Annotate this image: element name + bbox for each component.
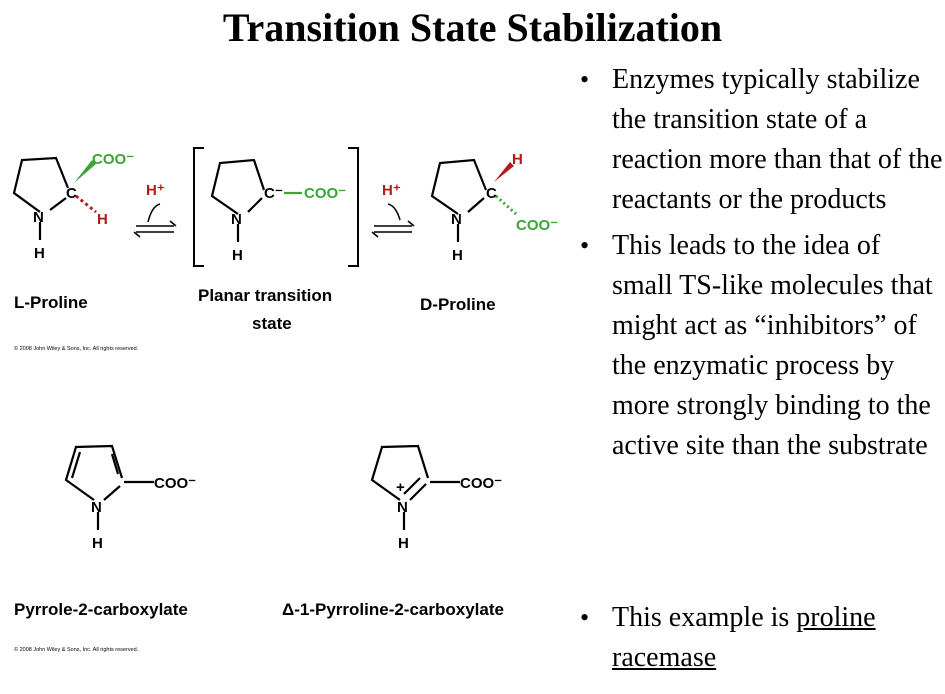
l-proline-structure (12, 156, 70, 240)
ts-bracket-right (348, 147, 359, 267)
bullet-text: This example is (612, 602, 797, 633)
copyright-top: © 2008 John Wiley & Sons, Inc. All right… (14, 345, 139, 352)
reaction-diagram: COO⁻ C N H H L-Proline H⁺ C⁻ COO⁻ N H Pl… (12, 147, 558, 653)
copyright-bottom: © 2008 John Wiley & Sons, Inc. All right… (14, 646, 139, 653)
pyrrole-n: N (91, 499, 102, 516)
pyrrole-label: Pyrrole-2-carboxylate (14, 600, 188, 619)
bullet-dot-icon: • (580, 231, 590, 260)
d-proline-structure (430, 158, 488, 242)
slide-title: Transition State Stabilization (222, 5, 723, 50)
planar-ts-structure (210, 158, 266, 242)
pyrroline-coo: COO⁻ (460, 475, 502, 492)
pyrroline-n: N (397, 499, 408, 516)
pyrroline-structure (370, 444, 460, 530)
pyrrole-structure (64, 444, 154, 530)
pyrroline-plus: + (396, 479, 405, 496)
planar-ts-n: N (231, 211, 242, 228)
l-proline-hash-bond (75, 194, 97, 214)
d-proline-n: N (451, 211, 462, 228)
planar-ts-label-1: Planar transition (198, 286, 332, 305)
h-plus-right: H⁺ (382, 182, 401, 199)
l-proline-coo: COO⁻ (92, 151, 134, 168)
h-plus-left: H⁺ (146, 182, 165, 199)
planar-ts-label-2: state (252, 314, 292, 333)
proline-racemase-link[interactable]: proline racemase (612, 602, 876, 673)
d-proline-c: C (486, 185, 497, 202)
l-proline-h-red: H (97, 211, 108, 228)
h-plus-left-arrow (147, 203, 161, 223)
l-proline-nh: H (34, 245, 45, 262)
l-proline-label: L-Proline (14, 293, 88, 312)
planar-ts-nh: H (232, 247, 243, 264)
pyrrole-nh: H (92, 535, 103, 552)
bullet-item-2: • This leads to the idea of small TS-lik… (580, 226, 944, 466)
d-proline-hash-bond (494, 194, 518, 216)
l-proline-wedge (74, 160, 96, 183)
d-proline-nh: H (452, 247, 463, 264)
d-proline-wedge (494, 162, 514, 182)
bullet-text: This leads to the idea of small TS-like … (612, 230, 933, 461)
h-plus-right-arrow (387, 203, 401, 221)
bullet-dot-icon: • (580, 65, 590, 94)
l-proline-n: N (33, 209, 44, 226)
pyrrole-coo: COO⁻ (154, 475, 196, 492)
equilibrium-arrows-left (133, 220, 177, 238)
bullet-item-1: • Enzymes typically stabilize the transi… (580, 60, 944, 220)
equilibrium-arrows-right (371, 220, 415, 238)
bullet-list: • Enzymes typically stabilize the transi… (580, 60, 944, 673)
bullet-item-3: • This example is proline racemase (580, 598, 945, 678)
planar-ts-coo: COO⁻ (304, 185, 346, 202)
ts-bracket-left (193, 147, 204, 267)
d-proline-coo: COO⁻ (516, 217, 558, 234)
pyrroline-nh: H (398, 535, 409, 552)
d-proline-h-red: H (512, 151, 523, 168)
pyrroline-label: Δ-1-Pyrroline-2-carboxylate (282, 600, 504, 619)
bullet-text: Enzymes typically stabilize the transiti… (612, 64, 943, 215)
bullet-dot-icon: • (580, 603, 590, 632)
d-proline-label: D-Proline (420, 295, 496, 314)
planar-ts-c: C⁻ (264, 185, 283, 202)
l-proline-c: C (66, 185, 77, 202)
